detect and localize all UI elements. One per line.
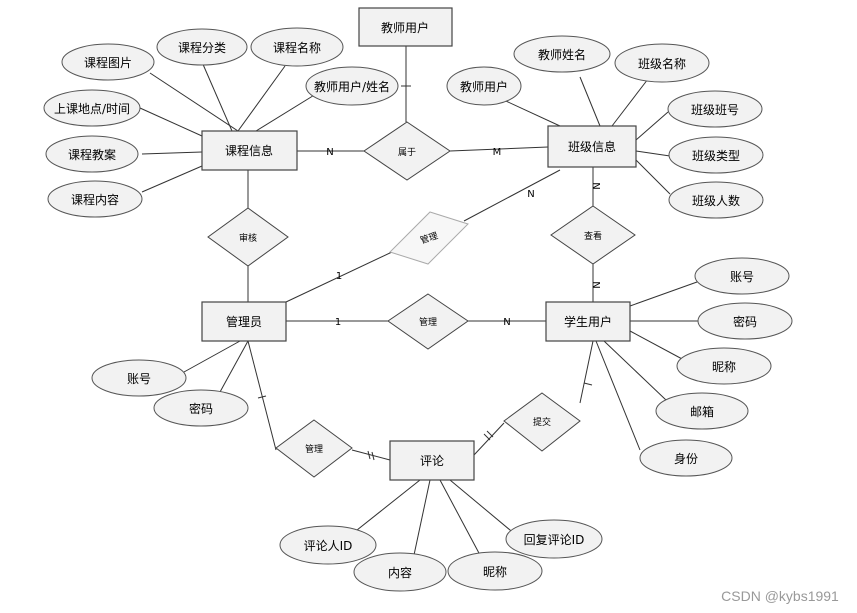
attr-course-location-time: 上课地点/时间 bbox=[43, 89, 141, 127]
attr-student-email-label: 邮箱 bbox=[690, 404, 714, 419]
attr-comment-reply-id: 回复评论ID bbox=[505, 519, 603, 559]
attr-student-email: 邮箱 bbox=[655, 392, 749, 430]
cardinalities: N M N 1 1 N N N bbox=[326, 147, 601, 328]
card-course-belongs: N bbox=[326, 147, 333, 158]
attr-course-image: 课程图片 bbox=[61, 43, 155, 81]
card-student-view: N bbox=[590, 281, 601, 288]
rel-submit: 提交 bbox=[503, 392, 581, 452]
attr-class-no-label: 班级班号 bbox=[691, 103, 739, 117]
entity-teacher-user: 教师用户 bbox=[358, 7, 453, 47]
rel-manage-comment: 管理 bbox=[275, 419, 353, 478]
attr-student-nickname: 昵称 bbox=[676, 347, 772, 385]
attr-comment-nickname: 昵称 bbox=[447, 551, 543, 591]
attr-course-category-label: 课程分类 bbox=[178, 40, 226, 55]
attr-course-content: 课程内容 bbox=[47, 180, 143, 218]
attr-course-image-label: 课程图片 bbox=[84, 55, 132, 70]
attr-course-category: 课程分类 bbox=[156, 28, 248, 66]
card-class-view: N bbox=[590, 182, 601, 189]
attr-admin-account-label: 账号 bbox=[127, 372, 151, 386]
entity-student-user-label: 学生用户 bbox=[564, 314, 612, 329]
attr-comment-commenter-id-label: 评论人ID bbox=[304, 539, 353, 553]
attr-class-type: 班级类型 bbox=[668, 136, 764, 174]
attr-course-teacher: 教师用户/姓名 bbox=[305, 66, 399, 106]
attr-class-count-label: 班级人数 bbox=[692, 193, 740, 208]
rel-belongs-label: 属于 bbox=[398, 147, 416, 158]
attr-class-teacher-user: 教师用户 bbox=[446, 66, 522, 106]
rel-manage-class: 管理 bbox=[389, 211, 469, 265]
attr-student-identity: 身份 bbox=[639, 439, 733, 477]
attr-course-teacher-label: 教师用户/姓名 bbox=[314, 79, 390, 94]
attr-comment-reply-id-label: 回复评论ID bbox=[524, 533, 585, 547]
attr-course-plan: 课程教案 bbox=[45, 135, 139, 173]
card-admin-manage-student: 1 bbox=[335, 317, 341, 328]
entity-class-info: 班级信息 bbox=[547, 125, 637, 168]
rel-view-label: 查看 bbox=[584, 230, 602, 242]
attr-class-teacher-name: 教师姓名 bbox=[513, 35, 611, 73]
attr-admin-password-label: 密码 bbox=[189, 401, 213, 416]
attr-comment-content: 内容 bbox=[353, 552, 447, 592]
rel-manage-comment-label: 管理 bbox=[305, 443, 323, 455]
attr-class-name: 班级名称 bbox=[614, 43, 710, 83]
entity-class-info-label: 班级信息 bbox=[568, 139, 616, 154]
attr-comment-commenter-id: 评论人ID bbox=[279, 525, 377, 565]
rel-view: 查看 bbox=[550, 205, 636, 265]
attr-class-name-label: 班级名称 bbox=[638, 56, 686, 71]
attr-student-account: 账号 bbox=[694, 257, 790, 295]
attr-comment-content-label: 内容 bbox=[388, 565, 412, 580]
rel-review-label: 审核 bbox=[239, 232, 257, 244]
rel-manage-student-label: 管理 bbox=[419, 316, 437, 328]
entity-admin: 管理员 bbox=[201, 301, 287, 342]
entity-student-user: 学生用户 bbox=[545, 301, 631, 342]
entity-comment-label: 评论 bbox=[420, 454, 444, 468]
card-admin-manage-class: 1 bbox=[336, 271, 342, 282]
attr-admin-account: 账号 bbox=[91, 359, 187, 397]
card-class-belongs: M bbox=[493, 147, 502, 158]
csdn-watermark: CSDN @kybs1991 bbox=[721, 588, 839, 604]
entity-course-info-label: 课程信息 bbox=[225, 143, 273, 158]
entity-admin-label: 管理员 bbox=[226, 314, 262, 329]
attr-student-nickname-label: 昵称 bbox=[712, 360, 736, 374]
attr-course-content-label: 课程内容 bbox=[71, 192, 119, 207]
tick-marks bbox=[257, 85, 593, 461]
card-class-manage: N bbox=[527, 189, 534, 200]
attr-course-name-label: 课程名称 bbox=[273, 40, 321, 55]
attr-course-plan-label: 课程教案 bbox=[68, 147, 116, 162]
rel-manage-student: 管理 bbox=[387, 293, 469, 350]
attr-student-password-label: 密码 bbox=[733, 314, 757, 329]
entity-comment: 评论 bbox=[389, 440, 475, 481]
entity-teacher-user-label: 教师用户 bbox=[381, 20, 429, 35]
attr-class-teacher-name-label: 教师姓名 bbox=[538, 47, 586, 62]
rel-review: 审核 bbox=[207, 207, 289, 267]
attr-class-type-label: 班级类型 bbox=[692, 149, 740, 163]
attr-course-name: 课程名称 bbox=[250, 27, 344, 67]
rel-submit-label: 提交 bbox=[533, 416, 551, 428]
attr-student-account-label: 账号 bbox=[730, 270, 754, 284]
rel-belongs: 属于 bbox=[363, 121, 451, 181]
attr-student-identity-label: 身份 bbox=[674, 451, 698, 466]
connector-lines bbox=[139, 46, 700, 556]
attr-class-no: 班级班号 bbox=[667, 90, 763, 128]
attr-student-password: 密码 bbox=[697, 302, 793, 340]
entity-course-info: 课程信息 bbox=[201, 130, 298, 171]
attr-course-location-time-label: 上课地点/时间 bbox=[54, 102, 130, 116]
card-student-manage: N bbox=[503, 317, 510, 328]
attr-comment-nickname-label: 昵称 bbox=[483, 565, 507, 579]
attr-class-count: 班级人数 bbox=[668, 181, 764, 219]
attr-class-teacher-user-label: 教师用户 bbox=[460, 79, 508, 94]
attr-admin-password: 密码 bbox=[153, 389, 249, 427]
